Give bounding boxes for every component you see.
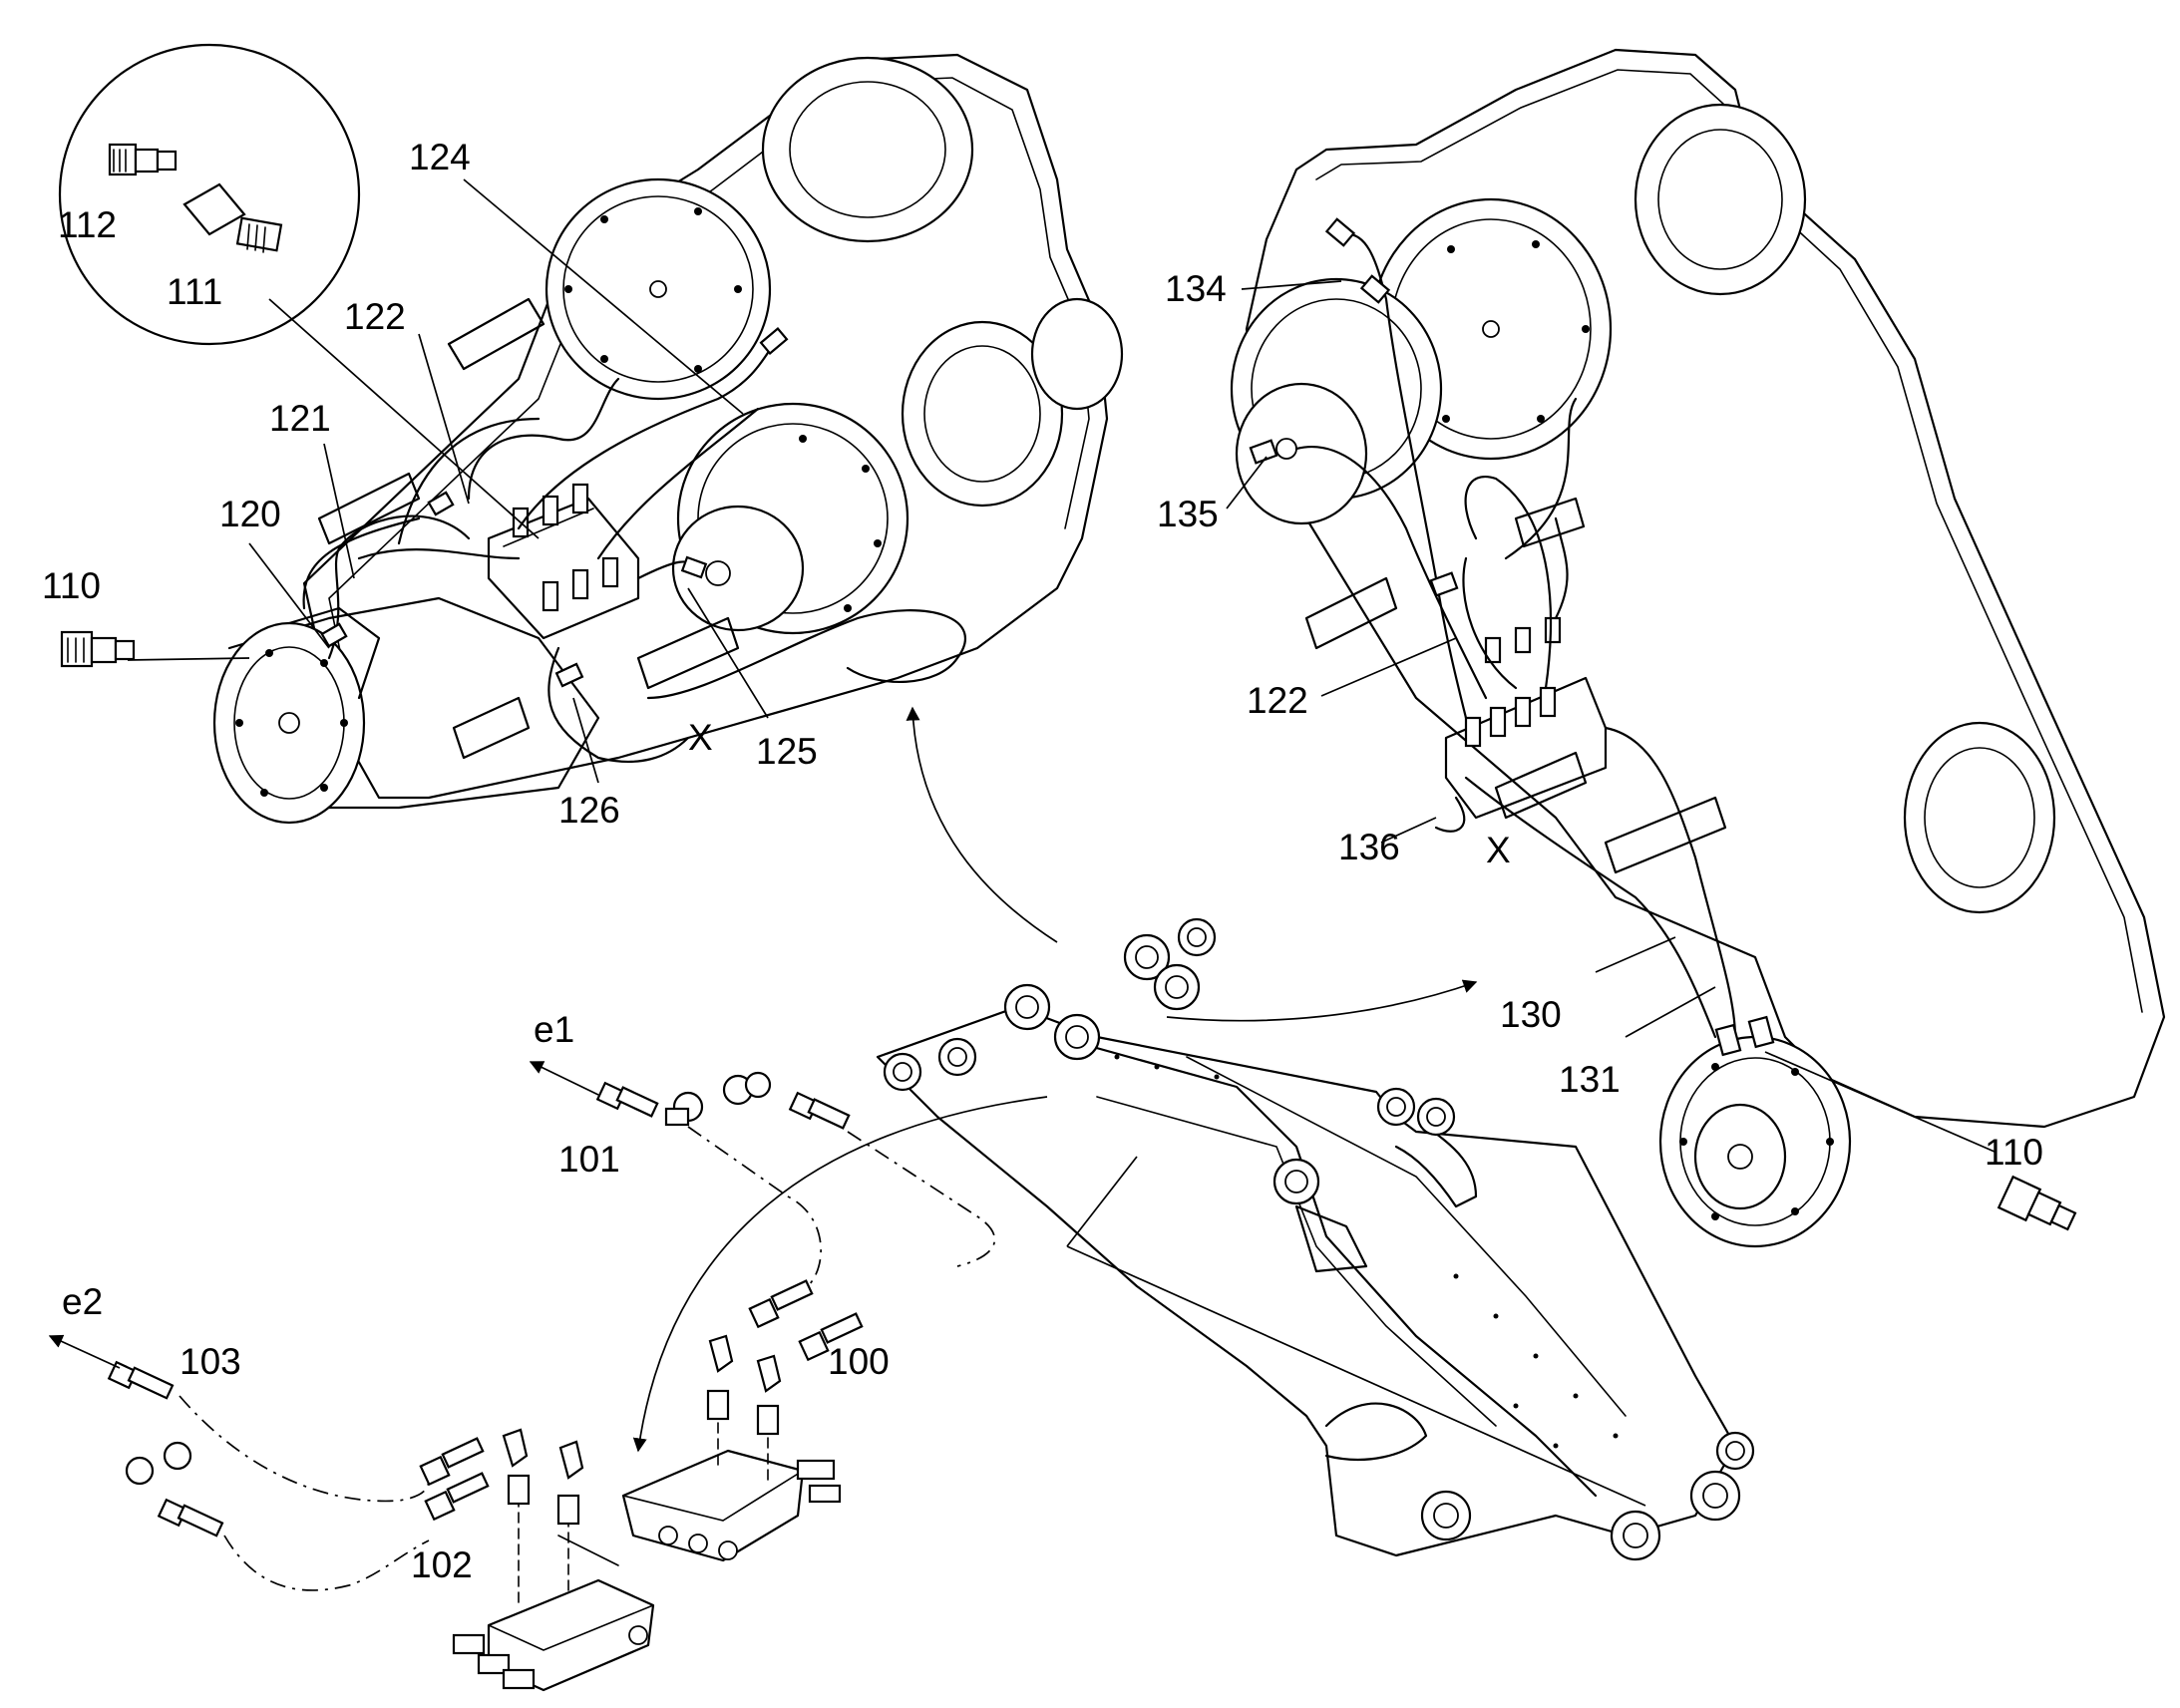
bolt-mid-icon [748,1279,814,1329]
label-130: 130 [1500,994,1562,1035]
detail-left-boom-head [212,53,1124,825]
label-101: 101 [558,1139,620,1180]
bolt-lower-left-icon [157,1498,224,1537]
elbow-fitting-2-icon [722,1071,772,1106]
label-122-right: 122 [1247,680,1308,721]
fitting-110-left-icon [60,630,136,668]
label-135: 135 [1157,494,1219,534]
leader-lines [127,178,1996,1153]
label-120: 120 [219,494,281,534]
fitting-111-icon [182,182,283,253]
bolt-102b-icon [424,1472,490,1522]
bolt-103-icon [107,1360,175,1400]
bolt-102a-icon [419,1437,485,1487]
label-102: 102 [411,1544,473,1585]
bolt-100-icon [798,1312,864,1362]
label-103: 103 [180,1341,241,1382]
exploded-parts [48,1061,996,1692]
main-boom-assembly [876,917,1755,1561]
detail-inset-fittings [58,43,540,539]
label-131: 131 [1559,1059,1621,1100]
distributor-block-upper-icon [621,1334,842,1562]
label-121: 121 [269,398,331,439]
label-111: 111 [167,271,222,312]
label-100: 100 [828,1341,890,1382]
label-122-left: 122 [344,296,406,337]
label-110-left: 110 [42,565,101,606]
label-124: 124 [409,137,471,177]
label-126: 126 [558,790,620,831]
label-e1: e1 [534,1009,574,1050]
label-134: 134 [1165,268,1227,309]
label-112: 112 [58,204,117,245]
fitting-112-icon [108,143,178,176]
detail-right-boom-head [1230,48,2166,1248]
label-136: 136 [1338,827,1400,867]
elbow-fitting-icon [664,1091,704,1127]
reference-labels: 110 112 111 120 121 122 124 125 126 X 13… [42,137,2043,1585]
elbow-fittings-left-icon [125,1441,192,1486]
bolt-100a-icon [788,1091,851,1130]
label-x-left: X [688,717,713,758]
label-e2: e2 [62,1281,103,1322]
fitting-110-right-icon [1997,1175,2077,1231]
label-110-right: 110 [1985,1132,2043,1173]
distributor-block-lower-icon [452,1428,655,1692]
bolt-101-icon [595,1081,659,1118]
label-125: 125 [756,731,818,772]
label-x-right: X [1486,830,1511,870]
